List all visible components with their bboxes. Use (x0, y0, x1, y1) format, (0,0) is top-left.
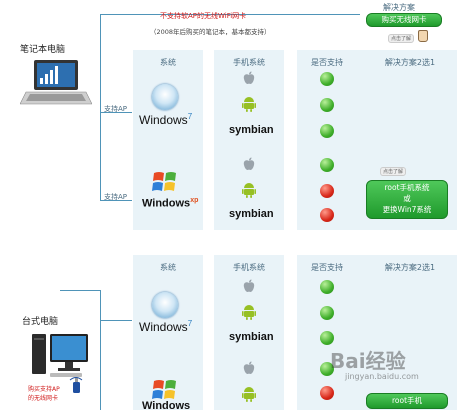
symbian-label-top-1: symbian (229, 124, 274, 136)
col-title-solution-bottom: 解决方案2选1 (384, 263, 436, 272)
desktop-computer-icon (30, 330, 92, 380)
root-button-line2: 或 (403, 194, 411, 203)
click-hint-top[interactable]: 点击了解 (388, 34, 415, 43)
connector-left-vertical (100, 14, 101, 200)
android-icon (242, 182, 256, 198)
check-icon (320, 98, 334, 112)
watermark-brand: Bai经验 (330, 349, 406, 373)
solution-header: 解决方案 (383, 3, 415, 12)
connector-win7-branch (100, 112, 132, 113)
root-button-line1: root手机系统 (384, 183, 430, 192)
windows-xp-flag-icon (152, 378, 178, 402)
check-icon (320, 280, 334, 294)
root-button-line3: 更换Win7系统 (382, 205, 432, 214)
symbian-label-bottom-1: symbian (229, 331, 274, 343)
buy-wireless-card-button[interactable]: 购买无线网卡 (366, 13, 442, 27)
winxp-label-top: Windowsxp (142, 197, 199, 210)
windows-xp-flag-icon (152, 170, 178, 194)
android-icon (242, 96, 256, 112)
apple-icon (243, 278, 255, 292)
col-title-phone-top: 手机系统 (233, 58, 265, 67)
supports-ap-label-2: 支持AP (104, 193, 128, 201)
laptop-icon (19, 58, 93, 110)
desktop-label: 台式电脑 (22, 317, 59, 327)
symbian-label-top-2: symbian (229, 208, 274, 220)
col-title-solution-top: 解决方案2选1 (384, 58, 436, 67)
check-icon (320, 72, 334, 86)
desktop-note-line2: 的无线网卡 (28, 395, 59, 402)
col-title-supported-bottom: 是否支持 (311, 263, 343, 272)
check-icon (320, 331, 334, 345)
desktop-note-line1: 购买支持AP (28, 386, 60, 393)
col-title-phone-bottom: 手机系统 (233, 263, 265, 272)
check-icon (320, 158, 334, 172)
root-button-bottom[interactable]: root手机 (366, 393, 448, 409)
connector-desktop-win7 (100, 320, 132, 321)
cross-icon (320, 184, 334, 198)
laptop-label: 笔记本电脑 (20, 45, 66, 55)
apple-icon (243, 360, 255, 374)
windows-logo-icon (152, 292, 178, 318)
panel-system-top (133, 50, 203, 230)
cross-icon (320, 386, 334, 400)
win7-label-top: Windows7 (139, 112, 193, 127)
connector-desktop-horizontal (60, 290, 101, 291)
connector-winxp-branch (100, 200, 132, 201)
check-icon (320, 124, 334, 138)
connector-desktop-vertical (100, 290, 101, 410)
apple-icon (243, 70, 255, 84)
connector-top-horizontal (100, 14, 360, 15)
col-title-system-bottom: 系统 (160, 263, 176, 272)
root-or-win7-button[interactable]: root手机系统 或 更换Win7系统 (366, 180, 448, 219)
check-icon (320, 306, 334, 320)
click-hint-mid[interactable]: 点击了解 (380, 167, 407, 176)
top-note-line2: （2008年后购买的笔记本，基本都支持） (150, 28, 271, 36)
col-title-supported-top: 是否支持 (311, 58, 343, 67)
supports-ap-label-1: 支持AP (104, 105, 128, 113)
android-icon (242, 304, 256, 320)
winxp-label-bottom: Windows (142, 400, 191, 412)
top-note-line1: 不支持软AP的无线WiFi网卡 (160, 12, 247, 20)
check-icon (320, 362, 334, 376)
hand-pointer-icon (418, 30, 428, 42)
apple-icon (243, 156, 255, 170)
win7-label-bottom: Windows7 (139, 319, 193, 334)
watermark-url: jingyan.baidu.com (345, 372, 419, 381)
panel-phone-bottom (214, 255, 284, 410)
cross-icon (320, 208, 334, 222)
windows-logo-icon (152, 84, 178, 110)
usb-wifi-adapter-icon (68, 376, 84, 394)
col-title-system-top: 系统 (160, 58, 176, 67)
android-icon (242, 386, 256, 402)
